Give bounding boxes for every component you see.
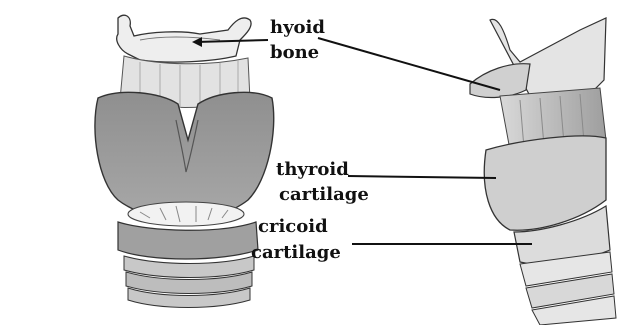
front-cricoid-cartilage	[118, 222, 258, 259]
cricoid-cartilage-label-line1: cricoid	[258, 216, 328, 238]
hyoid-bone-label-line1: hyoid	[270, 17, 325, 39]
side-view-larynx	[470, 18, 616, 325]
cricothyroid-membrane	[128, 202, 244, 226]
front-hyoid-bone	[117, 15, 251, 62]
thyroid-cartilage-label-line1: thyroid	[276, 159, 349, 181]
cricoid-cartilage-label-line2: cartilage	[251, 242, 341, 264]
front-trachea	[124, 256, 254, 308]
hyoid-side-line	[318, 38, 500, 90]
front-view-larynx	[95, 15, 274, 307]
hyoid-bone-label-line2: bone	[270, 42, 319, 64]
thyroid-cartilage-label-line2: cartilage	[279, 184, 369, 206]
side-hyoid-bone	[470, 64, 530, 98]
thyroid-line	[348, 176, 496, 178]
side-trachea	[520, 252, 616, 325]
